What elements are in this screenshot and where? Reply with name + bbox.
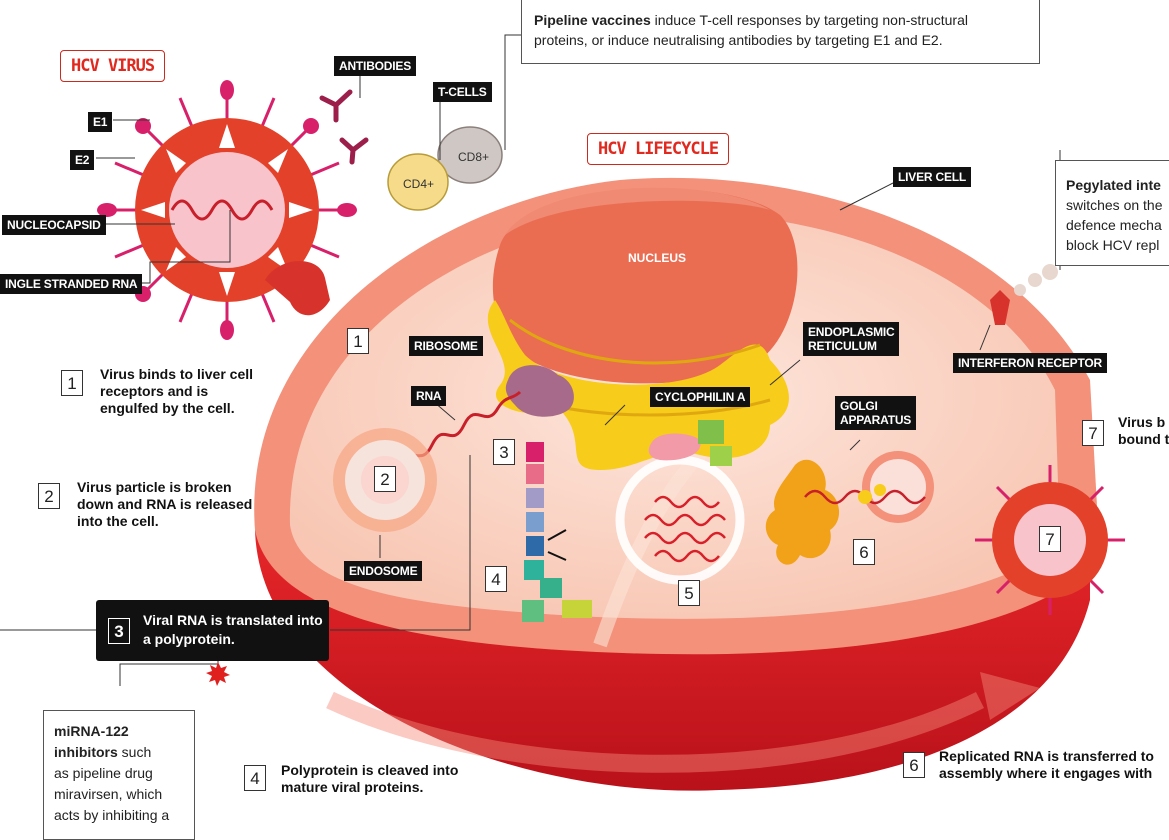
diagram-number-6: 6 <box>853 539 875 565</box>
label-golgi-apparatus: GOLGI APPARATUS <box>835 396 917 430</box>
label-cd8: CD8+ <box>458 150 490 164</box>
hcv-lifecycle-header: HCV LIFECYCLE <box>587 133 730 165</box>
step-4-text: Polyprotein is cleaved into mature viral… <box>281 762 459 795</box>
leader-lines <box>0 34 1061 686</box>
t-cells <box>387 126 503 211</box>
label-endosome: ENDOSOME <box>344 561 423 581</box>
interferon-receptor <box>990 264 1058 325</box>
burst-icon <box>206 662 230 686</box>
label-er-line-2: RETICULUM <box>808 339 877 353</box>
label-er-line-1: ENDOPLASMIC <box>808 325 895 339</box>
polyprotein <box>522 442 592 622</box>
label-endoplasmic-reticulum: ENDOPLASMIC RETICULUM <box>803 322 900 356</box>
ribosome <box>505 365 574 417</box>
diagram-number-4: 4 <box>485 566 507 592</box>
pipeline-rest-1: induce T-cell responses by targeting non… <box>650 12 968 28</box>
mirna-line-3: as pipeline drug <box>54 765 153 781</box>
antibodies-icon <box>319 89 369 165</box>
step-6-text-line-1: Replicated RNA is transferred to <box>939 748 1154 764</box>
pegylated-interferon-callout: Pegylated inte switches on the defence m… <box>1055 160 1169 266</box>
label-golgi-line-2: APPARATUS <box>840 413 912 427</box>
pipeline-line-1: Pipeline vaccines induce T-cell response… <box>534 10 1027 30</box>
step-3-number: 3 <box>108 618 130 644</box>
peg-line-3: defence mecha <box>1066 217 1162 233</box>
step-2-number: 2 <box>38 483 60 509</box>
peg-line-4: block HCV repl <box>1066 237 1160 253</box>
step-7-text-line-2: bound t <box>1118 431 1169 447</box>
step-6-number: 6 <box>903 752 925 778</box>
hcv-virus-header: HCV VIRUS <box>60 50 166 82</box>
mirna-line-1: miRNA-122 <box>54 723 129 739</box>
step-1-text: Virus binds to liver cell receptors and … <box>100 366 254 416</box>
diagram-number-5: 5 <box>678 580 700 606</box>
label-nucleocapsid: NUCLEOCAPSID <box>2 215 106 235</box>
mirna-line-2-bold: inhibitors <box>54 744 118 760</box>
label-cd4: CD4+ <box>403 177 435 191</box>
label-e2: E2 <box>70 150 95 170</box>
mirna-line-2-rest: such <box>117 744 152 760</box>
diagram-number-3: 3 <box>493 439 515 465</box>
mirna-line-5: acts by inhibiting a <box>54 807 170 823</box>
mirna-122-callout: miRNA-122 inhibitors such as pipeline dr… <box>43 710 195 840</box>
label-liver-cell: LIVER CELL <box>893 167 972 187</box>
step-6-text-line-2: assembly where it engages with <box>939 765 1153 781</box>
peg-line-1: Pegylated inte <box>1066 177 1161 193</box>
step-3-box: 3 Viral RNA is translated into a polypro… <box>96 600 329 661</box>
step-7-text-line-1: Virus b <box>1118 414 1166 430</box>
pipeline-bold: Pipeline vaccines <box>534 12 651 28</box>
step-2-text: Virus particle is broken down and RNA is… <box>77 479 253 529</box>
step-7-number: 7 <box>1082 420 1104 446</box>
peg-line-2: switches on the <box>1066 197 1163 213</box>
golgi-apparatus <box>765 451 934 565</box>
label-golgi-line-1: GOLGI <box>840 399 878 413</box>
mirna-line-4: miravirsen, which <box>54 786 163 802</box>
label-cyclophilin-a: CYCLOPHILIN A <box>650 387 751 407</box>
step-4-number: 4 <box>244 765 266 791</box>
diagram-number-1: 1 <box>347 328 369 354</box>
label-rna: RNA <box>411 386 447 406</box>
label-nucleus: NUCLEUS <box>628 251 687 265</box>
label-interferon-receptor: INTERFERON RECEPTOR <box>953 353 1107 373</box>
label-e1: E1 <box>88 112 113 132</box>
label-ribosome: RIBOSOME <box>409 336 483 356</box>
nucleus <box>492 187 798 384</box>
step-3-text: Viral RNA is translated into a polyprote… <box>143 612 323 647</box>
label-antibodies: ANTIBODIES <box>334 56 417 76</box>
diagram-number-7: 7 <box>1039 526 1061 552</box>
label-single-stranded-rna: INGLE STRANDED RNA <box>0 274 143 294</box>
mirna-line-2: inhibitors such <box>54 742 184 763</box>
label-t-cells: T-CELLS <box>433 82 492 102</box>
step-1-number: 1 <box>61 370 83 396</box>
hcv-virus-left <box>97 80 357 340</box>
pipeline-line-2: proteins, or induce neutralising antibod… <box>534 32 943 48</box>
diagram-number-2: 2 <box>374 466 396 492</box>
pipeline-vaccines-callout: Pipeline vaccines induce T-cell response… <box>521 0 1040 64</box>
